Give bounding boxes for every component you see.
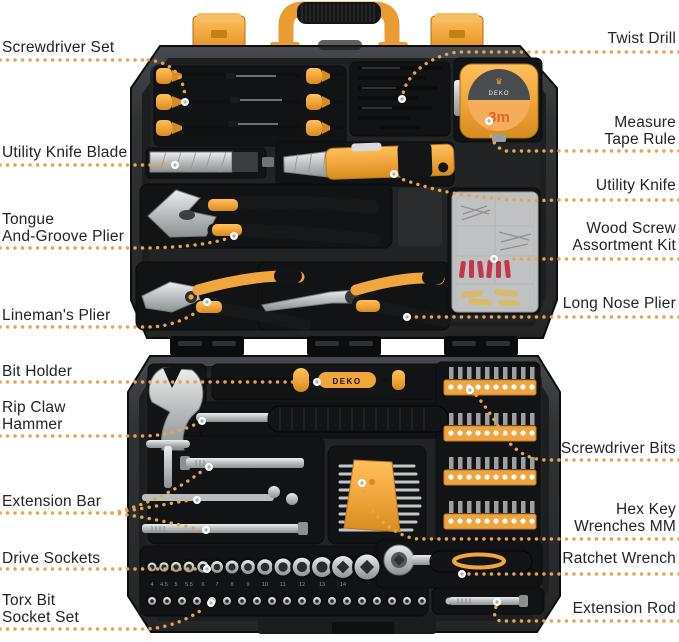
svg-text:13: 13 [319,582,325,588]
svg-text:5.5: 5.5 [185,582,193,588]
label-extension-rod: Extension Rod [572,600,676,617]
label-long-nose-plier: Long Nose Plier [562,295,676,312]
utility-knife [283,142,455,180]
label-twist-drill: Twist Drill [607,30,676,47]
svg-text:DEKO: DEKO [332,377,361,386]
svg-text:4.5: 4.5 [160,582,168,588]
extension-rod [445,595,528,607]
svg-text:9: 9 [246,582,249,588]
deko-crown-logo: ♛ [495,77,502,86]
label-drive-sockets: Drive Sockets [2,550,101,567]
bit-holder: DEKO [205,366,405,394]
svg-text:14: 14 [340,582,346,588]
label-linemans-plier: Lineman's Plier [2,307,111,324]
label-screwdriver-bits: Screwdriver Bits [560,440,676,457]
utility-knife-blade [149,151,274,173]
svg-text:12: 12 [299,582,305,588]
deko-logo-text: DEKO [488,91,509,97]
leader-lines [0,50,679,631]
label-torx-bit-socket-set: Torx Bit Socket Set [2,592,79,626]
label-measure-tape-rule: Measure Tape Rule [604,114,676,148]
tape-length-text: 3m [488,109,510,126]
twist-drill-set [358,66,443,129]
leader-target-dots [171,95,501,607]
linemans-plier [141,269,311,331]
label-utility-knife: Utility Knife [595,177,676,194]
wood-screw-assortment-kit [451,191,539,313]
svg-text:4: 4 [150,582,153,588]
svg-text:6: 6 [201,582,204,588]
label-ratchet-wrench: Ratchet Wrench [562,550,676,567]
svg-text:5: 5 [174,582,177,588]
label-wood-screw-assortment-kit: Wood Screw Assortment Kit [572,220,676,254]
svg-text:11: 11 [280,582,286,588]
label-screwdriver-set: Screwdriver Set [2,39,115,56]
label-tongue-and-groove-plier: Tongue And-Groove Plier [2,211,125,245]
label-extension-bar: Extension Bar [2,493,102,510]
long-nose-plier [261,271,451,327]
svg-text:10: 10 [262,582,268,588]
latch-left [192,13,246,55]
label-utility-knife-blade: Utility Knife Blade [2,144,128,161]
ratchet-wrench [383,544,533,576]
torx-bit-socket-set [145,594,429,608]
case-hinges [170,336,518,356]
svg-text:7: 7 [215,582,218,588]
svg-text:8: 8 [230,582,233,588]
hex-key-wrenches [338,459,422,533]
label-rip-claw-hammer: Rip Claw Hammer [2,399,66,433]
extension-bars [142,440,308,535]
rip-claw-hammer [148,367,449,451]
label-hex-key-wrenches-mm: Hex Key Wrenches MM [574,501,676,535]
measure-tape-rule: ♛ DEKO 3m [454,63,539,142]
socket-size-labels: 4 4.5 5 5.5 6 7 8 9 10 11 12 13 14 [150,582,346,588]
label-bit-holder: Bit Holder [2,363,73,380]
tongue-and-groove-plier: DEKO [147,189,381,247]
